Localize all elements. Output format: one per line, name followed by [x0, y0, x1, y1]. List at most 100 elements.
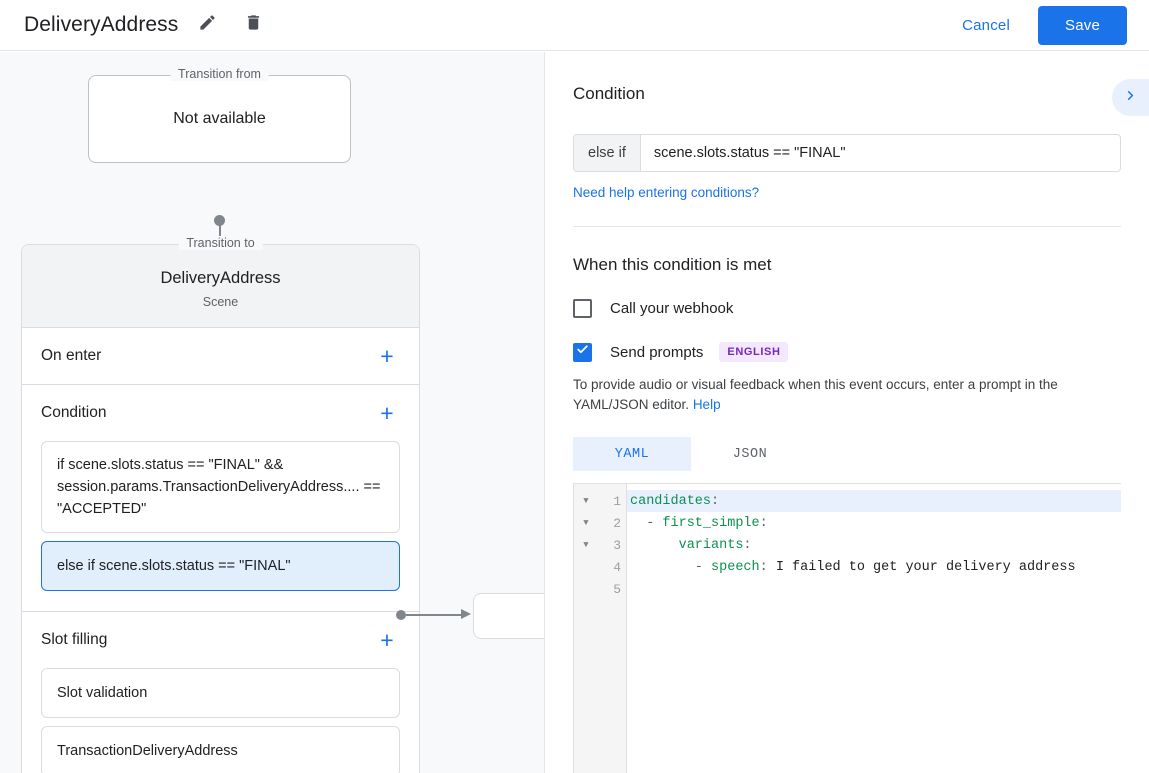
add-slot-filling-button[interactable]: +: [380, 626, 394, 653]
target-node-stub[interactable]: [473, 593, 545, 639]
tab-json[interactable]: JSON: [732, 446, 768, 462]
delete-button[interactable]: [236, 8, 270, 42]
code-token-punct: :: [759, 559, 768, 575]
slot-item[interactable]: TransactionDeliveryAddress: [41, 726, 400, 773]
fold-arrow-icon[interactable]: ▼: [583, 496, 589, 506]
checkmark-icon: [576, 343, 589, 361]
line-number: 2: [613, 515, 621, 531]
scene-name: DeliveryAddress: [160, 269, 281, 287]
fold-arrow-icon[interactable]: ▼: [583, 518, 589, 528]
language-badge: ENGLISH: [719, 342, 789, 362]
code-line[interactable]: [627, 578, 1121, 600]
code-token-dash: -: [630, 515, 663, 531]
transition-from-legend: Transition from: [170, 67, 269, 81]
gutter-row: 4: [574, 556, 626, 578]
editor-format-tabs: YAML JSON: [573, 437, 1121, 471]
section-title-condition: Condition: [41, 404, 107, 421]
call-webhook-label: Call your webhook: [610, 300, 734, 317]
add-on-enter-button[interactable]: +: [380, 342, 394, 369]
outgoing-arrow-icon: [461, 609, 471, 619]
editor-code-area[interactable]: candidates: - first_simple: variants: - …: [627, 484, 1121, 773]
cancel-button[interactable]: Cancel: [948, 8, 1024, 43]
outgoing-connector-line: [406, 614, 463, 616]
condition-section: Condition else if scene.slots.status == …: [545, 52, 1149, 227]
fold-arrow-icon[interactable]: ▼: [583, 540, 589, 550]
chevron-right-icon: [1123, 88, 1138, 108]
condition-header-row: Condition: [573, 52, 1121, 104]
code-line[interactable]: candidates:: [627, 490, 1121, 512]
section-slot-filling: Slot filling + Slot validation Transacti…: [22, 612, 419, 773]
condition-input-group[interactable]: else if scene.slots.status == "FINAL": [573, 134, 1121, 172]
transition-to-legend: Transition to: [178, 236, 263, 250]
condition-expression-input[interactable]: scene.slots.status == "FINAL": [653, 145, 846, 161]
send-prompts-row[interactable]: Send prompts ENGLISH: [573, 342, 1121, 362]
gutter-row: 5: [574, 578, 626, 600]
edit-name-button[interactable]: [190, 8, 224, 42]
scene-subtitle: Scene: [202, 295, 239, 309]
code-token-dash: [630, 538, 679, 553]
line-number: 5: [613, 581, 621, 597]
code-token-val: I failed to get your delivery address: [767, 559, 1076, 575]
condition-item-selected[interactable]: else if scene.slots.status == "FINAL": [41, 541, 400, 591]
code-token-dash: -: [630, 559, 712, 575]
webhook-row[interactable]: Call your webhook: [573, 299, 1121, 318]
save-button[interactable]: Save: [1038, 5, 1127, 45]
condition-list: if scene.slots.status == "FINAL" && sess…: [41, 441, 400, 611]
line-number: 3: [613, 537, 621, 553]
add-condition-button[interactable]: +: [380, 399, 394, 426]
section-header-slot-filling: Slot filling +: [41, 612, 400, 668]
code-line[interactable]: - speech: I failed to get your delivery …: [627, 556, 1121, 578]
panel-divider: [544, 52, 545, 773]
graph-canvas[interactable]: Transition from Not available Transition…: [0, 52, 545, 773]
transition-to-scene-card: Transition to DeliveryAddress Scene On e…: [21, 236, 420, 773]
transition-from-node[interactable]: Transition from Not available: [88, 67, 351, 163]
code-line[interactable]: - first_simple:: [627, 512, 1121, 534]
top-app-bar: DeliveryAddress Cancel Save: [0, 0, 1149, 51]
condition-item[interactable]: if scene.slots.status == "FINAL" && sess…: [41, 441, 400, 533]
gutter-row: ▼3: [574, 534, 626, 556]
prompt-hint-text: To provide audio or visual feedback when…: [573, 375, 1121, 415]
section-divider: [573, 226, 1121, 227]
code-token-punct: :: [711, 493, 720, 509]
slot-filling-list: Slot validation TransactionDeliveryAddre…: [41, 668, 400, 773]
section-condition: Condition + if scene.slots.status == "FI…: [22, 385, 419, 612]
code-line[interactable]: variants:: [627, 534, 1121, 556]
line-number: 4: [613, 559, 621, 575]
condition-help-link[interactable]: Need help entering conditions?: [573, 185, 760, 200]
condition-heading: Condition: [573, 84, 645, 103]
condition-prefix-label: else if: [574, 135, 641, 171]
scene-graph-panel[interactable]: Transition from Not available Transition…: [0, 52, 545, 773]
section-header-on-enter: On enter +: [41, 328, 400, 384]
section-on-enter: On enter +: [22, 328, 419, 385]
prompt-help-link[interactable]: Help: [692, 397, 721, 412]
when-met-heading: When this condition is met: [573, 255, 772, 274]
line-number: 1: [613, 493, 621, 509]
call-webhook-checkbox[interactable]: [573, 299, 592, 318]
slot-validation-item[interactable]: Slot validation: [41, 668, 400, 718]
when-condition-met-section: When this condition is met Call your web…: [545, 227, 1149, 773]
code-token-punct: :: [759, 515, 768, 531]
section-title-slot-filling: Slot filling: [41, 631, 108, 648]
page-title: DeliveryAddress: [24, 13, 179, 36]
code-token-key: candidates: [630, 493, 712, 509]
code-token-key: variants: [678, 537, 744, 553]
code-token-key: first_simple: [662, 515, 760, 531]
section-header-condition: Condition +: [41, 385, 400, 441]
prompt-hint-body: To provide audio or visual feedback when…: [573, 377, 1058, 412]
send-prompts-label: Send prompts: [610, 343, 704, 361]
tab-yaml[interactable]: YAML: [573, 437, 691, 471]
scene-card-header[interactable]: Transition to DeliveryAddress Scene: [22, 236, 419, 328]
trash-icon: [244, 13, 263, 37]
pencil-icon: [198, 13, 217, 37]
condition-detail-panel: Condition else if scene.slots.status == …: [545, 52, 1149, 773]
code-token-key: speech: [711, 559, 760, 575]
transition-from-title: Not available: [173, 110, 266, 127]
send-prompts-checkbox[interactable]: [573, 342, 592, 362]
code-token-punct: :: [743, 537, 752, 553]
outgoing-connector-dot: [396, 610, 406, 620]
expand-panel-button[interactable]: [1112, 79, 1149, 116]
gutter-row: ▼1: [574, 490, 626, 512]
gutter-row: ▼2: [574, 512, 626, 534]
